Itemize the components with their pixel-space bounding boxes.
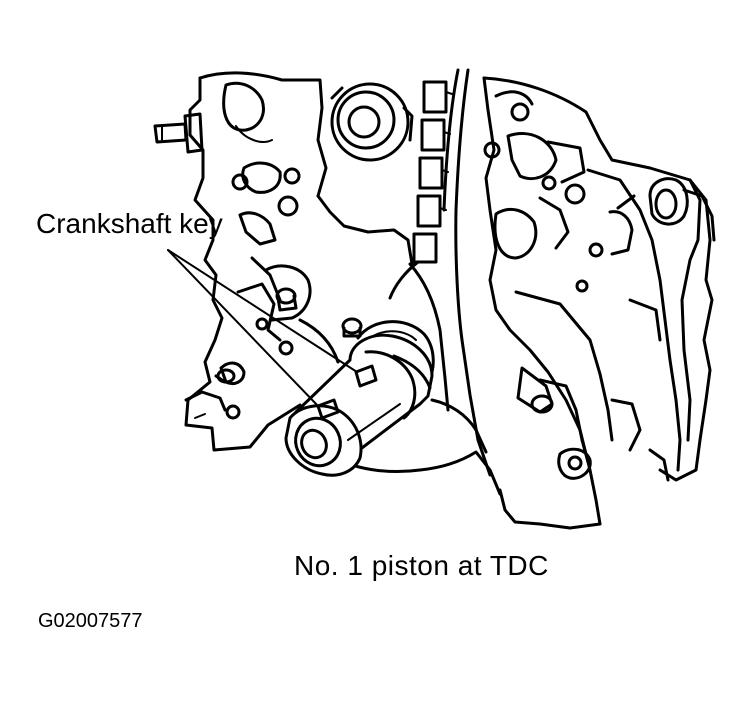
timing-chain (388, 80, 453, 300)
locating-pins (216, 287, 363, 384)
oil-pump-housing (184, 71, 328, 452)
crankshaft-key-label: Crankshaft key (36, 208, 223, 239)
oil-fitting (153, 112, 204, 154)
front-cover-skirt (338, 398, 502, 496)
key-leader-lines (167, 249, 358, 407)
pump-rotor (236, 264, 340, 364)
engine-block (482, 76, 714, 530)
dowel-pin (516, 366, 554, 414)
figure-code: G02007577 (38, 610, 143, 632)
idler-pulley (330, 82, 414, 162)
piston-tdc-caption: No. 1 piston at TDC (294, 550, 549, 581)
mounting-boss (648, 177, 716, 242)
chain-guide (316, 68, 492, 477)
crankshaft (284, 320, 435, 477)
